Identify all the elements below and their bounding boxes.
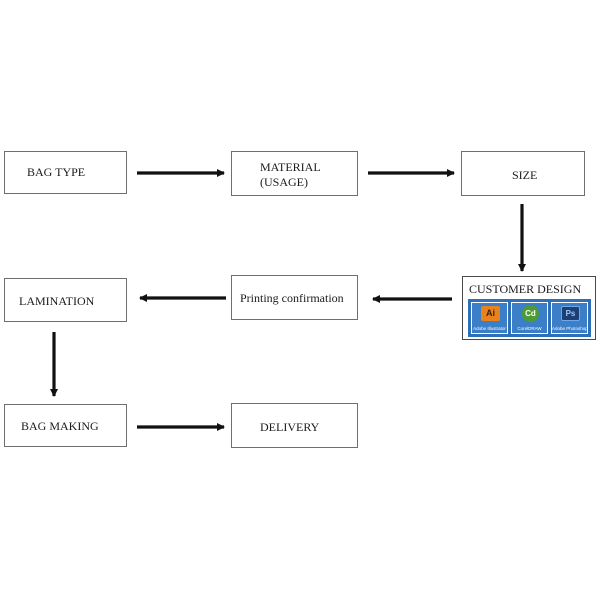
photoshop-caption: Adobe Photoshop bbox=[552, 326, 587, 331]
illustrator-glyph: Ai bbox=[481, 306, 500, 321]
coreldraw-glyph: Cd bbox=[522, 305, 539, 322]
lamination-box: LAMINATION bbox=[4, 278, 127, 322]
coreldraw-icon: Cd CorelDRAW bbox=[511, 302, 548, 334]
photoshop-glyph: Ps bbox=[561, 306, 580, 321]
coreldraw-caption: CorelDRAW bbox=[517, 326, 542, 331]
lamination-label: LAMINATION bbox=[19, 294, 95, 308]
material-label: MATERIAL bbox=[260, 160, 321, 174]
printing-confirmation-label: Printing confirmation bbox=[240, 291, 344, 305]
illustrator-icon: Ai Adobe Illustrator bbox=[471, 302, 508, 334]
bag-type-box: BAG TYPE bbox=[4, 151, 127, 194]
design-software-strip: Ai Adobe Illustrator Cd CorelDRAW Ps Ado… bbox=[468, 299, 591, 337]
customer-design-box: CUSTOMER DESIGN Ai Adobe Illustrator Cd … bbox=[462, 276, 596, 340]
bag-making-box: BAG MAKING bbox=[4, 404, 127, 447]
bag-type-label: BAG TYPE bbox=[27, 165, 86, 179]
printing-confirmation-box: Printing confirmation bbox=[231, 275, 358, 320]
delivery-label: DELIVERY bbox=[260, 420, 320, 434]
photoshop-icon: Ps Adobe Photoshop bbox=[551, 302, 588, 334]
bag-making-label: BAG MAKING bbox=[21, 419, 99, 433]
size-box: SIZE bbox=[461, 151, 585, 196]
usage-label: (USAGE) bbox=[260, 175, 308, 189]
size-label: SIZE bbox=[512, 168, 538, 182]
customer-design-label: CUSTOMER DESIGN bbox=[469, 282, 582, 296]
illustrator-caption: Adobe Illustrator bbox=[473, 326, 506, 331]
material-box: MATERIAL (USAGE) bbox=[231, 151, 358, 196]
delivery-box: DELIVERY bbox=[231, 403, 358, 448]
